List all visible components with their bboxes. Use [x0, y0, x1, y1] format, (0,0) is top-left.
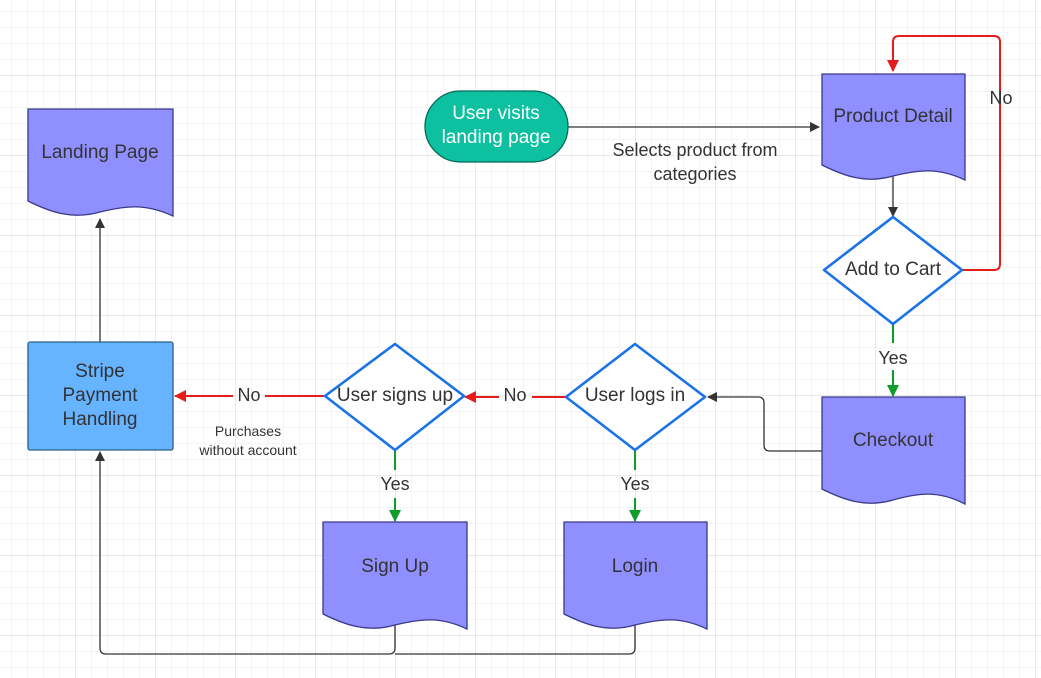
node-user-signs-up-label: User signs up [337, 385, 453, 406]
node-add-to-cart: Add to Cart [822, 215, 964, 326]
node-sign-up-label: Sign Up [361, 556, 429, 577]
edge-login-to-stripe [395, 622, 636, 655]
edge-label-login-yes: Yes [620, 474, 649, 494]
node-product-detail: Product Detail [821, 73, 966, 182]
edge-label-selects-product-line2: categories [653, 164, 736, 184]
node-user-logs-in-label: User logs in [585, 385, 685, 406]
node-product-detail-label: Product Detail [833, 106, 952, 127]
edge-label-cart-yes: Yes [878, 348, 907, 368]
node-login-label: Login [612, 556, 659, 577]
edge-checkout-to-login-decision [707, 392, 822, 452]
node-checkout: Checkout [821, 396, 966, 506]
edge-label-signup-no: No [237, 385, 260, 405]
edge-label-selects-product-line1: Selects product from [612, 140, 777, 160]
edge-label-signup-yes: Yes [380, 474, 409, 494]
node-user-visits-line2: landing page [442, 127, 551, 148]
node-checkout-label: Checkout [853, 430, 934, 451]
node-user-signs-up: User signs up [323, 342, 466, 452]
edge-label-purchases-line2: without account [198, 442, 296, 458]
node-add-to-cart-label: Add to Cart [845, 259, 942, 280]
node-landing-page: Landing Page [27, 108, 174, 218]
edge-label-purchases-line1: Purchases [215, 423, 281, 439]
node-login: Login [563, 521, 708, 631]
node-stripe-payment: Stripe Payment Handling [27, 341, 174, 451]
edge-cart-no-loop [887, 35, 1001, 271]
edge-signup-to-stripe [95, 451, 396, 655]
node-landing-page-label: Landing Page [41, 142, 158, 163]
node-stripe-line1: Stripe [75, 361, 125, 382]
edge-label-cart-no: No [989, 88, 1012, 108]
node-user-visits-line1: User visits [452, 103, 540, 124]
edge-label-login-no: No [503, 385, 526, 405]
node-sign-up: Sign Up [322, 521, 468, 631]
node-user-visits: User visits landing page [424, 90, 569, 163]
node-stripe-line3: Handling [63, 409, 138, 430]
node-stripe-line2: Payment [63, 385, 139, 406]
node-user-logs-in: User logs in [564, 342, 707, 452]
